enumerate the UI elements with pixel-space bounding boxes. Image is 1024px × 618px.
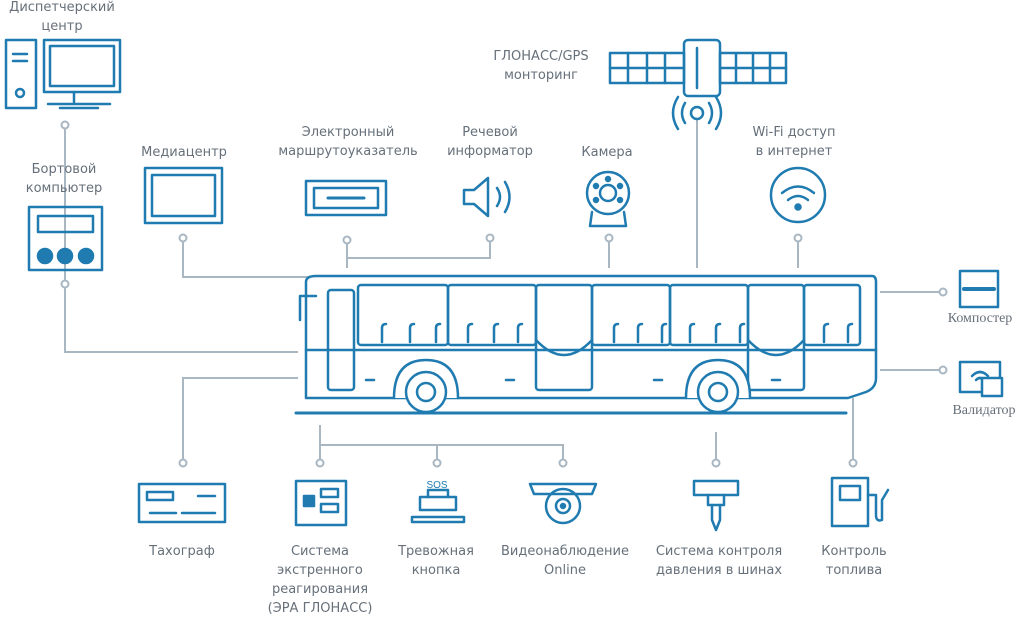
connector-voice [347, 238, 491, 259]
media-screen-icon [143, 166, 224, 225]
connector-bus-bottom [320, 444, 564, 463]
connector-tachograph [182, 377, 298, 463]
wifi-icon [769, 166, 827, 224]
dispatch-computer-icon [4, 38, 122, 110]
speaker-icon [462, 176, 511, 218]
validator-icon [958, 360, 1004, 398]
composter-icon [958, 269, 1000, 309]
label-media: Медиацентр [141, 145, 227, 160]
satellite-icon [608, 38, 788, 131]
label-camera: Камера [581, 145, 633, 160]
sos-label: SOS [426, 480, 448, 491]
tachograph-icon [137, 482, 227, 524]
tire-sensor-icon [692, 479, 740, 532]
alarm-button-icon [410, 488, 466, 524]
onboard-computer-icon [27, 205, 104, 272]
camera-icon [585, 170, 631, 228]
label-tachograph: Тахограф [149, 544, 215, 559]
route-sign-icon [304, 179, 388, 217]
label-composter: Компостер [947, 311, 1013, 326]
era-panel-icon [294, 479, 348, 527]
bus-icon [294, 274, 878, 415]
connector-media [182, 238, 310, 278]
label-validator: Валидатор [952, 403, 1016, 418]
connector-dots [60, 120, 948, 468]
dome-camera-icon [528, 482, 598, 525]
fuel-pump-icon [830, 476, 890, 528]
